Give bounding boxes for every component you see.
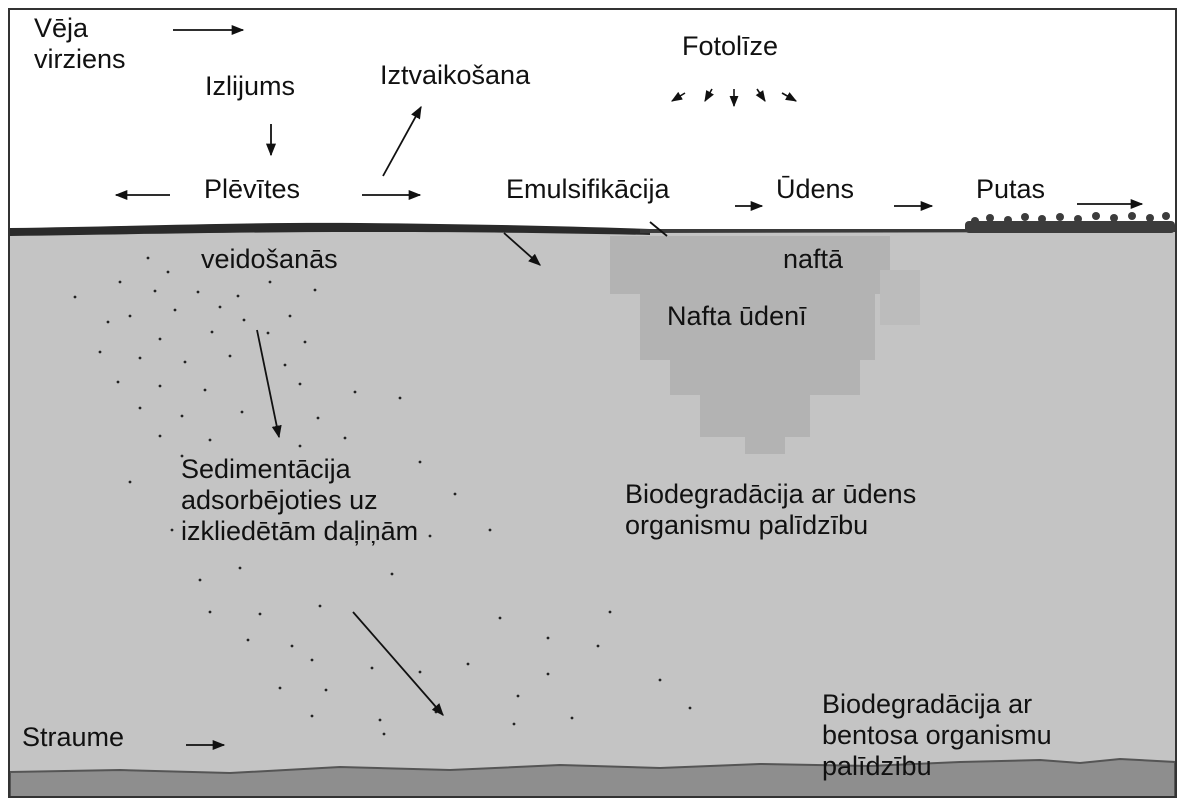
current-label: Straume	[22, 722, 124, 752]
water-in-oil-label-top: Ūdens	[776, 174, 854, 204]
biodegradation-benthos-label: Biodegradācija ar bentosa organismu palī…	[822, 689, 1052, 782]
film-formation-label-bottom: veidošanās	[201, 244, 338, 274]
foam-patch	[965, 212, 1175, 233]
photolysis-rays	[672, 89, 796, 106]
biodegradation-water-label: Biodegradācija ar ūdens organismu palīdz…	[625, 479, 916, 541]
spill-label: Izlijums	[205, 71, 295, 101]
oil-in-water-label: Nafta ūdenī	[667, 301, 807, 331]
photolysis-label: Fotolīze	[682, 31, 778, 61]
emulsification-label: Emulsifikācija	[506, 174, 670, 204]
film-formation-label-top: Plēvītes	[204, 174, 300, 204]
evaporation-label: Iztvaikošana	[380, 60, 530, 90]
foam-label: Putas	[976, 174, 1045, 204]
evaporation-arrow	[383, 107, 421, 176]
sedimentation-label: Sedimentācija adsorbējoties uz izkliedēt…	[181, 454, 418, 547]
water-in-oil-label-bottom: naftā	[783, 244, 843, 274]
wind-direction-label: Vēja virziens	[34, 13, 126, 75]
